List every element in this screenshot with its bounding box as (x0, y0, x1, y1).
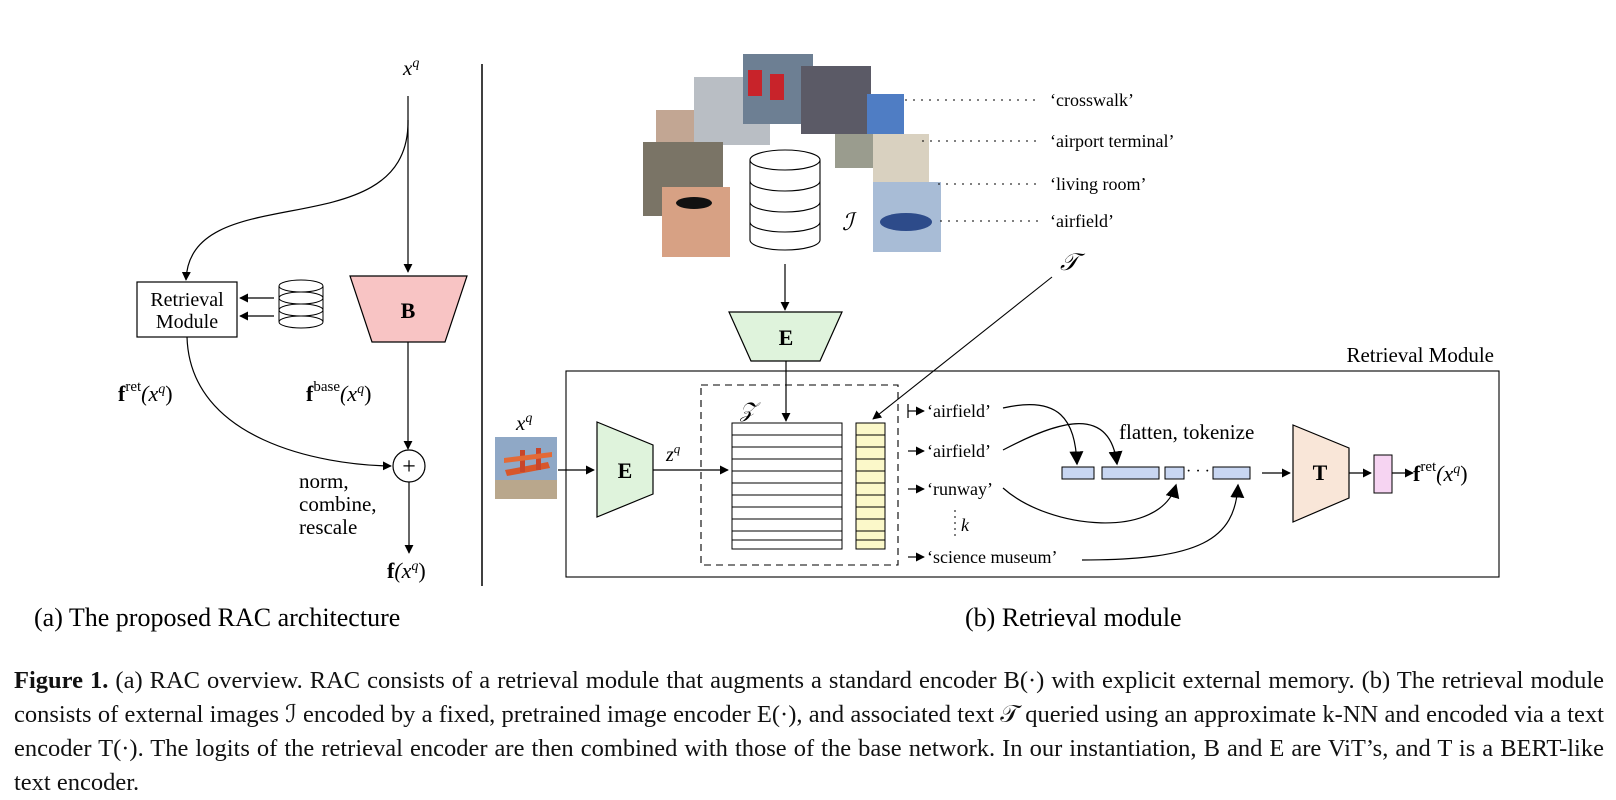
f-ret-label: fret(xq) (118, 379, 173, 406)
combine-text-line2: combine, (299, 492, 377, 516)
photo-crosswalk (867, 94, 904, 134)
caption-living-room: ‘living room’ (1050, 174, 1147, 194)
panel-b-output-label: fret(xq) (1413, 459, 1468, 486)
retrieval-module-frame (565, 370, 1500, 578)
retrieved-text-2: ‘airfield’ (927, 441, 991, 461)
memory-text-column (855, 422, 886, 550)
token-ellipsis: · · · (1186, 463, 1210, 480)
retrieval-module-title: Retrieval Module (1346, 343, 1494, 367)
memory-embedding-table (731, 422, 843, 550)
caption-airfield: ‘airfield’ (1050, 211, 1114, 231)
query-image (495, 437, 557, 499)
retrieval-module-box (136, 281, 238, 338)
tokenize-arrows (1002, 403, 1245, 561)
text-set-to-memory-arrow (872, 276, 1053, 420)
output-token (1373, 454, 1393, 494)
combine-text-line1: norm, (299, 469, 349, 493)
image-collage (643, 54, 941, 257)
caption-airport-terminal: ‘airport terminal’ (1050, 131, 1174, 151)
panel-a-input-label: xq (402, 56, 419, 80)
token-sequence (1061, 466, 1251, 480)
base-encoder-label: B (401, 298, 416, 323)
panel-b: ℐ ‘crosswalk’ ‘airport terminal’ ‘living… (495, 54, 1500, 578)
image-encoder-top-block (728, 311, 843, 362)
retrieved-text-4: ‘science museum’ (927, 547, 1057, 567)
flatten-tokenize-label: flatten, tokenize (1119, 420, 1254, 444)
panel-a-sublabel: (a) The proposed RAC architecture (34, 603, 400, 632)
retrieved-text-1: ‘airfield’ (927, 401, 991, 421)
f-base-label: fbase(xq) (306, 379, 371, 406)
figure-caption: Figure 1. (a) RAC overview. RAC consists… (14, 664, 1604, 800)
image-set-symbol: ℐ (842, 210, 857, 236)
k-label: k (961, 515, 970, 535)
panel-b-sublabel: (b) Retrieval module (965, 603, 1182, 632)
combine-text-line3: rescale (299, 515, 357, 539)
retrieval-module-label-line2: Module (156, 311, 218, 333)
text-encoder-block (1292, 424, 1350, 523)
retrieval-to-combine-arrow (186, 336, 392, 471)
retrieved-text-3: ‘runway’ (927, 479, 993, 499)
memory-symbol: 𝒵 (739, 398, 761, 422)
image-encoder-left-block (596, 421, 654, 518)
memory-dashed-box (700, 384, 899, 566)
combine-symbol: + (402, 454, 416, 480)
database-icon (278, 279, 324, 329)
text-encoder-label: T (1313, 460, 1328, 485)
caption-text: (a) RAC overview. RAC consists of a retr… (14, 667, 1605, 796)
caption-label: Figure 1. (14, 667, 109, 694)
caption-crosswalk: ‘crosswalk’ (1050, 90, 1134, 110)
image-encoder-left-label: E (618, 458, 633, 483)
caption-leaders (905, 99, 1040, 222)
query-input-label: xq (515, 411, 532, 435)
retrieved-text-arrows (907, 404, 925, 562)
retrieval-module-label-line1: Retrieval (150, 289, 224, 311)
input-to-retrieval-arrow (181, 119, 409, 281)
image-encoder-top-label: E (779, 325, 794, 350)
image-database-icon (749, 149, 821, 251)
query-embedding-label: zq (665, 441, 681, 466)
panel-a: xq Retrieval Module B fret(xq) (118, 56, 468, 583)
panel-a-output-label: f(xq) (387, 558, 426, 583)
base-encoder-block (349, 275, 468, 343)
text-set-symbol: 𝒯 (1060, 250, 1086, 276)
photo-crowd (801, 66, 871, 134)
